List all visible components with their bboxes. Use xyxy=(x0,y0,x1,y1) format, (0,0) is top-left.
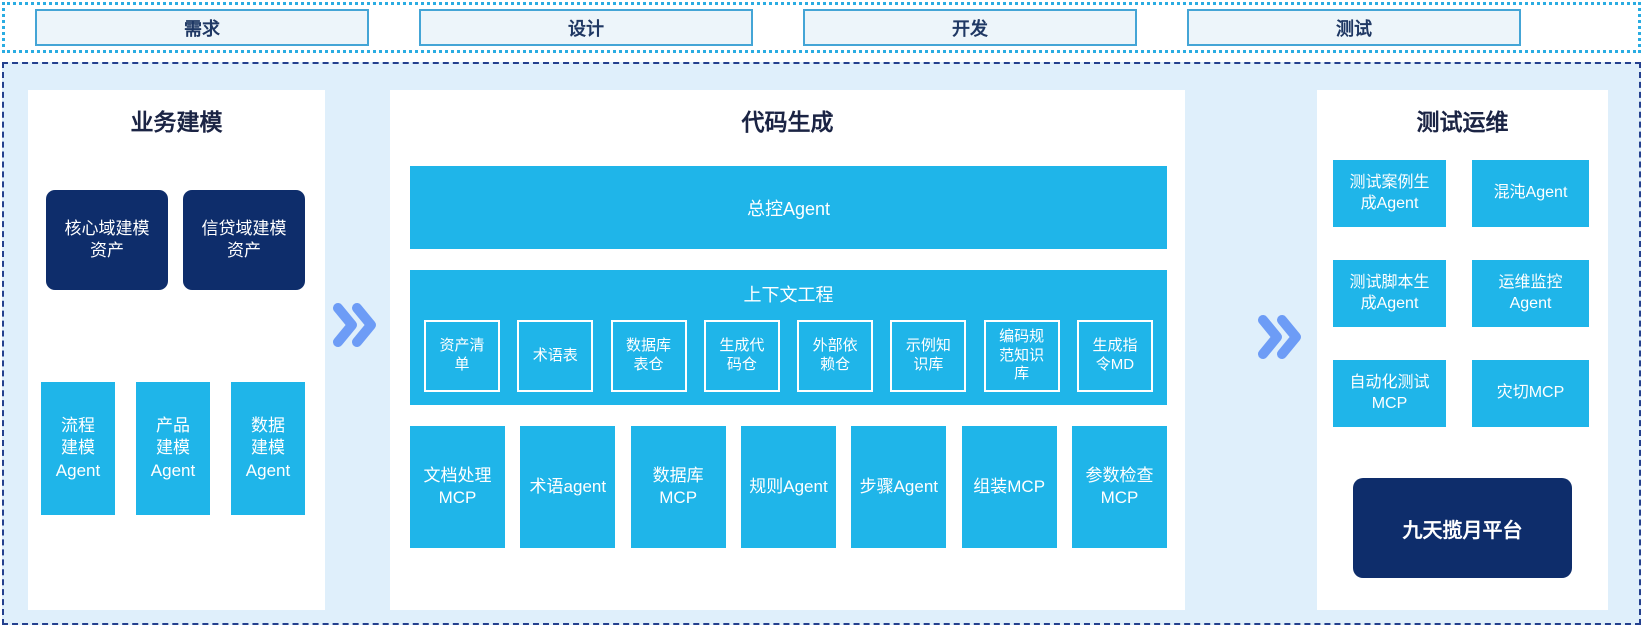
phase-box-design: 设计 xyxy=(419,9,753,46)
context-item-coding-standards-kb: 编码规范知识库 xyxy=(983,320,1060,392)
tools-row: 文档处理MCP 术语agent 数据库MCP 规则Agent 步骤Agent 组… xyxy=(410,426,1167,548)
phase-box-development: 开发 xyxy=(803,9,1137,46)
test-ops-grid: 测试案例生成Agent 混沌Agent 测试脚本生成Agent 运维监控Agen… xyxy=(1333,160,1589,427)
tool-box-glossary-agent: 术语agent xyxy=(520,426,616,548)
tool-box-rule-agent: 规则Agent xyxy=(740,426,836,548)
asset-row: 核心域建模资产 信贷域建模资产 xyxy=(46,190,305,290)
phase-label: 测试 xyxy=(1336,18,1372,39)
context-item-db-table-repo: 数据库表仓 xyxy=(610,320,687,392)
phase-box-testing: 测试 xyxy=(1187,9,1521,46)
master-agent-bar: 总控Agent xyxy=(410,166,1167,249)
agent-box-process-modeling: 流程建模Agent xyxy=(41,382,115,515)
flow-arrow-icon xyxy=(333,302,377,348)
context-engineering-bar: 上下文工程 资产清单 术语表 数据库表仓 生成代码仓 外部依赖仓 示例知识库 编… xyxy=(410,270,1167,405)
box-ops-monitor-agent: 运维监控Agent xyxy=(1472,260,1589,327)
asset-box-core-domain-modeling: 核心域建模资产 xyxy=(46,190,168,290)
agent-box-data-modeling: 数据建模Agent xyxy=(231,382,305,515)
flow-arrow-icon xyxy=(1258,314,1302,360)
asset-box-credit-domain-modeling: 信贷域建模资产 xyxy=(183,190,305,290)
tool-box-assembly-mcp: 组装MCP xyxy=(961,426,1057,548)
box-automation-test-mcp: 自动化测试MCP xyxy=(1333,360,1446,427)
tool-box-param-check-mcp: 参数检查MCP xyxy=(1071,426,1167,548)
phase-box-requirements: 需求 xyxy=(35,9,369,46)
phase-band: 需求 设计 开发 测试 xyxy=(2,2,1641,53)
context-item-external-deps-repo: 外部依赖仓 xyxy=(797,320,874,392)
context-items-row: 资产清单 术语表 数据库表仓 生成代码仓 外部依赖仓 示例知识库 编码规范知识库… xyxy=(424,320,1153,392)
tool-box-doc-processing-mcp: 文档处理MCP xyxy=(410,426,505,548)
context-engineering-title: 上下文工程 xyxy=(743,285,834,305)
tool-box-step-agent: 步骤Agent xyxy=(851,426,947,548)
panel-title-business-modeling: 业务建模 xyxy=(130,109,223,135)
context-item-asset-list: 资产清单 xyxy=(424,320,500,392)
platform-box-jiutian: 九天揽月平台 xyxy=(1353,478,1572,578)
box-test-script-gen-agent: 测试脚本生成Agent xyxy=(1333,260,1446,327)
main-band: 业务建模 核心域建模资产 信贷域建模资产 流程建模Agent 产品建模Agent… xyxy=(2,62,1641,625)
box-chaos-agent: 混沌Agent xyxy=(1472,160,1589,227)
box-test-case-gen-agent: 测试案例生成Agent xyxy=(1333,160,1446,227)
tool-box-database-mcp: 数据库MCP xyxy=(630,426,726,548)
panel-title-code-generation: 代码生成 xyxy=(741,109,834,135)
panel-test-ops: 测试运维 测试案例生成Agent 混沌Agent 测试脚本生成Agent 运维监… xyxy=(1317,90,1608,610)
agent-box-product-modeling: 产品建模Agent xyxy=(136,382,210,515)
phase-label: 设计 xyxy=(568,18,604,39)
panel-title-test-ops: 测试运维 xyxy=(1416,109,1509,135)
modeling-agent-row: 流程建模Agent 产品建模Agent 数据建模Agent xyxy=(41,382,305,515)
context-item-gen-instruction-md: 生成指令MD xyxy=(1076,320,1153,392)
box-disaster-switch-mcp: 灾切MCP xyxy=(1472,360,1589,427)
context-item-generated-code-repo: 生成代码仓 xyxy=(703,320,780,392)
context-item-glossary: 术语表 xyxy=(517,320,594,392)
panel-business-modeling: 业务建模 核心域建模资产 信贷域建模资产 流程建模Agent 产品建模Agent… xyxy=(28,90,325,610)
phase-label: 开发 xyxy=(952,18,988,39)
phase-label: 需求 xyxy=(184,18,220,39)
context-item-example-knowledge-base: 示例知识库 xyxy=(890,320,967,392)
panel-code-generation: 代码生成 总控Agent 上下文工程 资产清单 术语表 数据库表仓 生成代码仓 … xyxy=(390,90,1185,610)
